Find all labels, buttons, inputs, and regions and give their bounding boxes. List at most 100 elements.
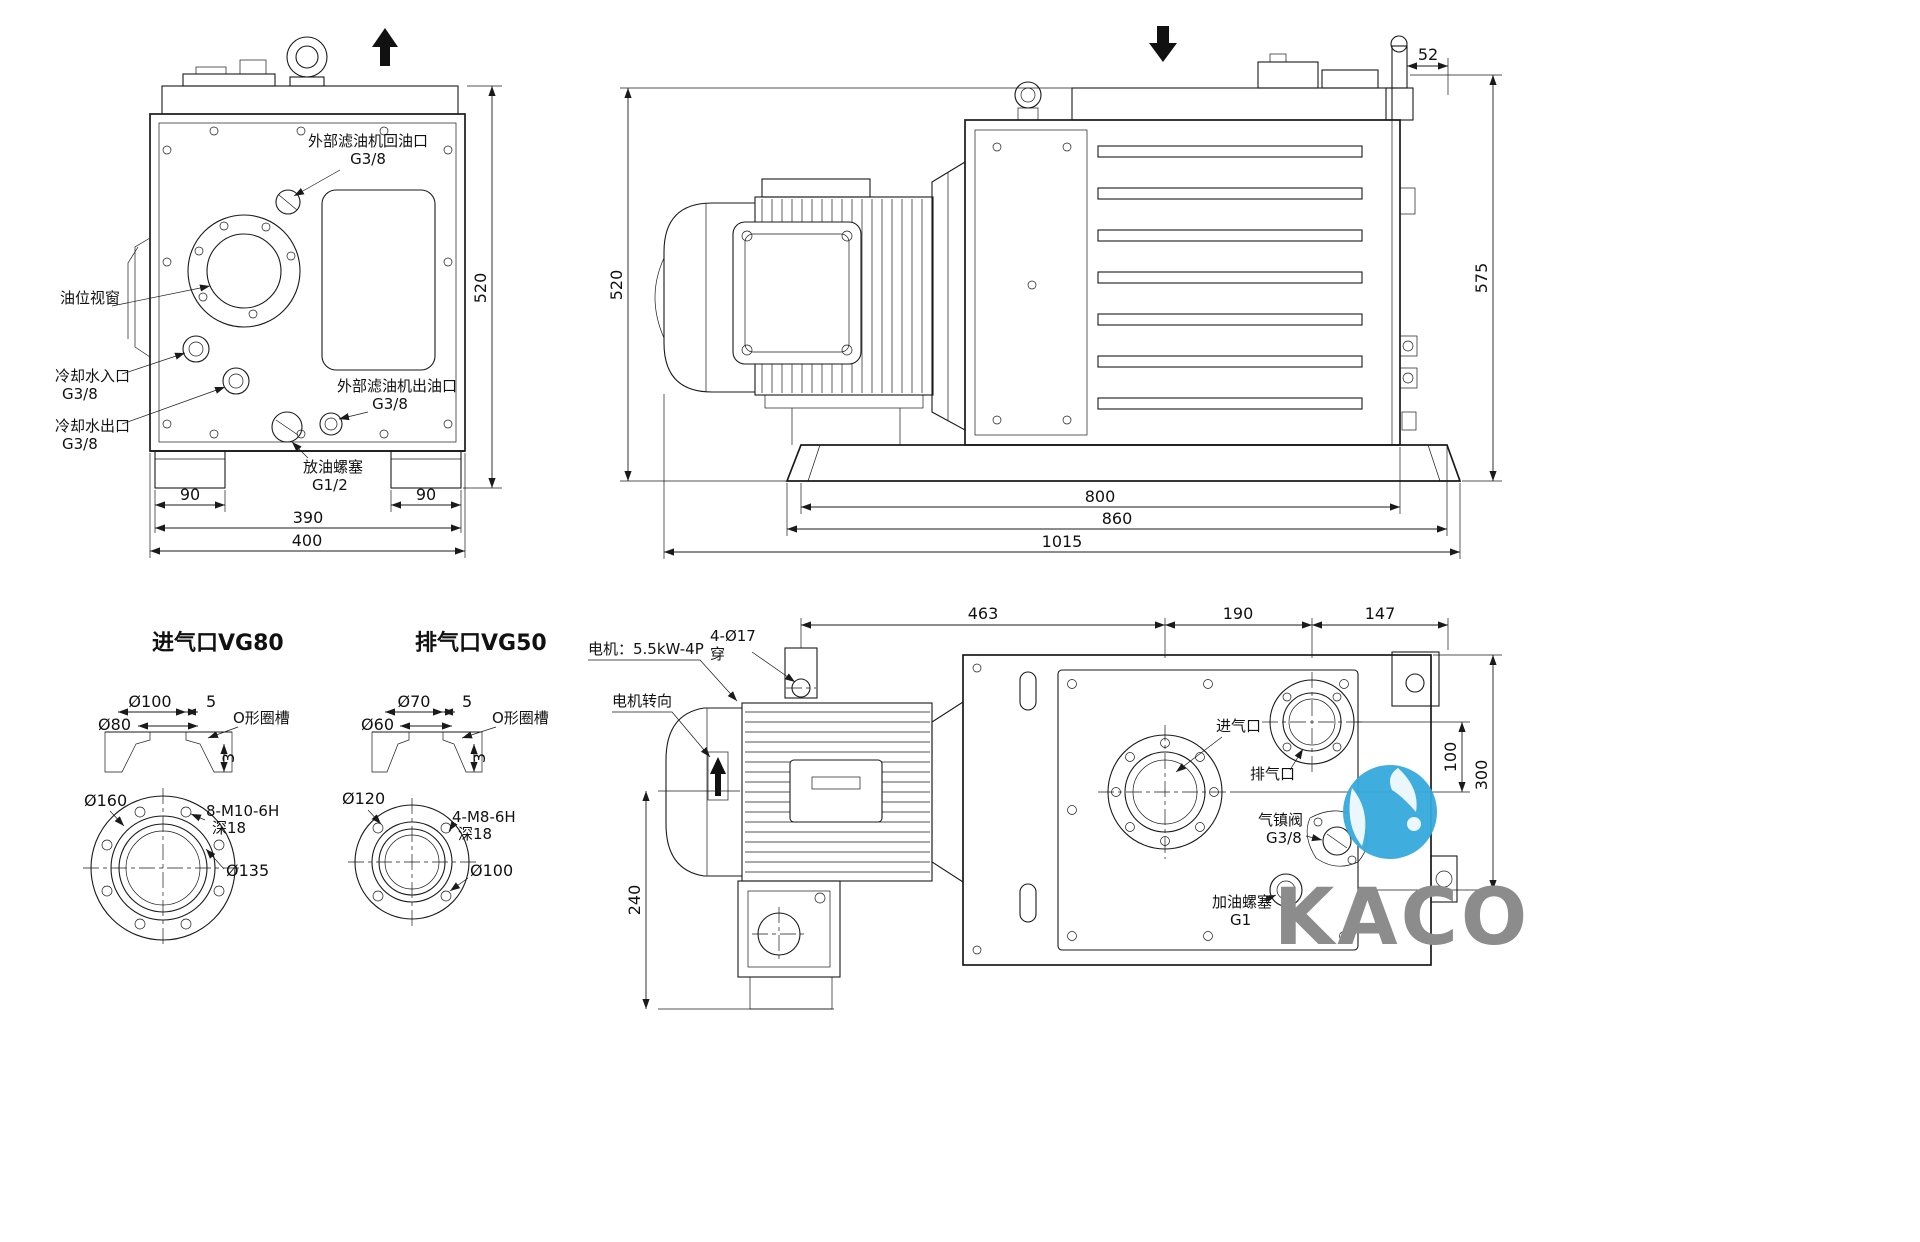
label-motor-spec: 电机：5.5kW-4P [588, 640, 738, 702]
exhaust-d120: Ø120 [342, 789, 385, 808]
exhaust-d100: Ø100 [470, 861, 513, 880]
exhaust-d60: Ø60 [361, 715, 394, 734]
intake-port-detail: 进气口VG80 Ø100 5 Ø80 O形圈槽 3 [83, 630, 290, 948]
dim-300-text: 300 [1472, 760, 1491, 791]
exhaust-d70: Ø70 [398, 692, 431, 711]
motor-direction-arrow-icon [710, 757, 726, 796]
terminal-box [737, 880, 841, 1010]
dim-463-190-147: 463 190 147 [800, 604, 1449, 658]
oil-fill-label: 加油螺塞 [1212, 893, 1272, 911]
mounting-holes-label2: 穿 [710, 645, 725, 663]
exhaust-flange-top [1262, 672, 1362, 772]
top-view: 463 190 147 电机：5.5kW-4P 4-Ø17 穿 电机转向 [588, 604, 1502, 1010]
kaco-logo-text: KACO [1274, 873, 1530, 963]
mounting-hole-right [1405, 673, 1425, 693]
cooling-fins [1097, 145, 1363, 410]
dim-100-text: 100 [1441, 742, 1460, 773]
oil-fill-plug [1269, 873, 1303, 907]
cooling-water-inlet [182, 335, 210, 363]
dim-390: 390 [293, 508, 324, 527]
exhaust-5: 5 [462, 692, 472, 711]
intake-3: 3 [219, 753, 238, 763]
up-arrow-icon [372, 28, 398, 66]
label-drain-plug: 放油螺塞 G1/2 [291, 441, 363, 494]
base-side [785, 444, 1462, 482]
label-motor-direction: 电机转向 [612, 692, 711, 758]
intake-section: Ø100 5 Ø80 O形圈槽 3 [98, 692, 290, 773]
filter-outlet-size: G3/8 [372, 395, 408, 413]
intake-d135: Ø135 [226, 861, 269, 880]
oil-fill-size: G1 [1230, 911, 1251, 929]
intake-detail-title: 进气口VG80 [152, 630, 284, 656]
filter-outlet-port [319, 412, 343, 436]
oil-drain-plug [271, 411, 303, 443]
down-arrow-icon [1149, 26, 1177, 62]
dim-190-text: 190 [1223, 604, 1254, 623]
side-view: 52 575 520 800 860 1015 [607, 26, 1502, 559]
filter-return-port [275, 189, 301, 215]
dim-520-side-text: 520 [607, 270, 626, 301]
exhaust-bolt-spec: 4-M8-6H [452, 808, 516, 826]
intake-d160: Ø160 [84, 791, 127, 810]
motor-spec-label: 电机：5.5kW-4P [588, 640, 704, 658]
front-view: 外部滤油机回油口 G3/8 油位视窗 冷却水入口 G3/8 冷却水出口 G3/8… [55, 28, 502, 558]
dim-800-860-1015: 800 860 1015 [663, 394, 1461, 559]
kaco-logo: KACO [1274, 765, 1530, 963]
dim-300: 300 [1368, 654, 1502, 891]
intake-bolt-depth: 深18 [212, 819, 246, 837]
cooling-inlet-size: G3/8 [62, 385, 98, 403]
intake-flange: Ø160 8-M10-6H 深18 Ø135 [83, 788, 279, 948]
dim-520-front: 520 [471, 273, 490, 304]
kaco-logo-sphere-icon [1343, 765, 1437, 859]
filter-return-label: 外部滤油机回油口 [308, 132, 428, 150]
lifting-eye [286, 36, 328, 78]
inspection-window [321, 189, 436, 371]
mounting-holes-label: 4-Ø17 [710, 627, 756, 645]
label-oil-window: 油位视窗 [60, 284, 211, 307]
intake-d80: Ø80 [98, 715, 131, 734]
exhaust-flange: Ø120 4-M8-6H 深18 Ø100 [342, 789, 516, 928]
drain-plug-label: 放油螺塞 [303, 458, 363, 476]
dim-240: 240 [625, 790, 834, 1010]
dim-240-text: 240 [625, 885, 644, 916]
exhaust-bolt-depth: 深18 [458, 825, 492, 843]
exhaust-detail-title: 排气口VG50 [415, 630, 547, 656]
exhaust-oring-label: O形圈槽 [492, 709, 549, 727]
dim-52: 52 [1406, 42, 1449, 95]
dim-463-text: 463 [968, 604, 999, 623]
dim-90-left: 90 [180, 485, 200, 504]
oil-sight-glass [187, 214, 301, 328]
dim-front-bottom: 90 90 390 400 [149, 453, 466, 558]
gas-ballast-label: 气镇阀 [1258, 811, 1303, 829]
dim-90-right: 90 [416, 485, 436, 504]
dim-52-text: 52 [1418, 45, 1438, 64]
motor-direction-label: 电机转向 [612, 692, 672, 710]
dim-800-text: 800 [1085, 487, 1116, 506]
gas-ballast-size: G3/8 [1266, 829, 1302, 847]
label-mounting-holes: 4-Ø17 穿 [710, 627, 796, 683]
drain-plug-size: G1/2 [312, 476, 348, 494]
dim-1015-text: 1015 [1042, 532, 1083, 551]
dim-575: 575 [1410, 74, 1502, 482]
exhaust-3: 3 [470, 753, 489, 763]
filter-outlet-label: 外部滤油机出油口 [337, 377, 457, 395]
dim-575-text: 575 [1472, 263, 1491, 294]
intake-d100: Ø100 [128, 692, 171, 711]
label-cooling-outlet: 冷却水出口 G3/8 [55, 386, 226, 453]
exhaust-port-label: 排气口 [1250, 765, 1295, 783]
cooling-inlet-label: 冷却水入口 [55, 367, 130, 385]
dim-400: 400 [292, 531, 323, 550]
lifting-eye-side [1014, 81, 1042, 109]
cooling-water-outlet [222, 367, 250, 395]
label-filter-return-port: 外部滤油机回油口 G3/8 [293, 132, 428, 197]
exhaust-section: Ø70 5 Ø60 O形圈槽 3 [361, 692, 549, 773]
cooling-outlet-size: G3/8 [62, 435, 98, 453]
intake-port-label: 进气口 [1216, 717, 1261, 735]
dim-860-text: 860 [1102, 509, 1133, 528]
exhaust-port-detail: 排气口VG50 Ø70 5 Ø60 O形圈槽 3 [342, 630, 549, 928]
motor-side [654, 178, 934, 445]
dim-front-height: 520 [463, 85, 502, 489]
dim-520-side: 520 [607, 87, 1072, 482]
